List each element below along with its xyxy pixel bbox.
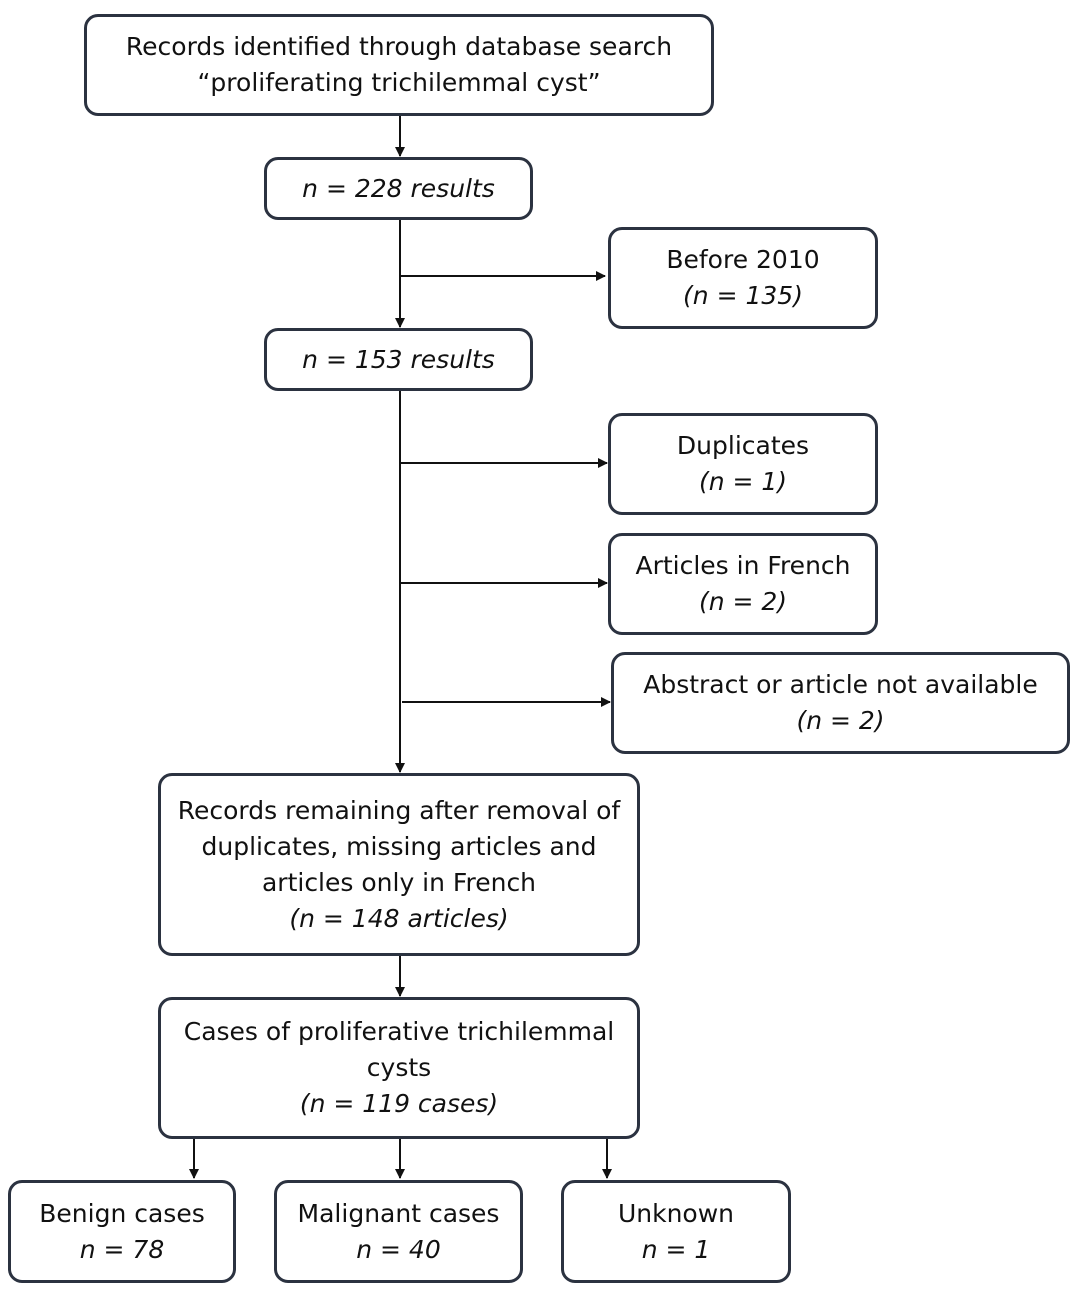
benign-count: n = 78 bbox=[79, 1234, 165, 1264]
cases-count: (n = 119 cases) bbox=[299, 1089, 499, 1118]
unknown-label: Unknown bbox=[617, 1198, 735, 1228]
duplicates-count: (n = 1) bbox=[698, 467, 788, 496]
malignant-box: Malignant cases n = 40 bbox=[274, 1180, 523, 1283]
benign-box: Benign cases n = 78 bbox=[8, 1180, 236, 1283]
n153-box: n = 153 results bbox=[264, 328, 533, 391]
cases-line1: Cases of proliferative trichilemmal bbox=[183, 1017, 615, 1046]
records-identified-box: Records identified through database sear… bbox=[84, 14, 714, 116]
duplicates-box: Duplicates (n = 1) bbox=[608, 413, 878, 515]
french-count: (n = 2) bbox=[698, 587, 788, 616]
records-line1: Records identified through database sear… bbox=[125, 32, 673, 61]
unavailable-count: (n = 2) bbox=[796, 706, 885, 735]
malignant-label: Malignant cases bbox=[297, 1198, 500, 1228]
before-2010-count: (n = 135) bbox=[683, 281, 803, 310]
before-2010-label: Before 2010 bbox=[666, 245, 820, 274]
remaining-count: (n = 148 articles) bbox=[289, 903, 509, 933]
unavailable-label: Abstract or article not available bbox=[643, 670, 1038, 699]
unknown-box: Unknown n = 1 bbox=[561, 1180, 791, 1283]
french-label: Articles in French bbox=[635, 551, 851, 580]
records-line2: “proliferating trichilemmal cyst” bbox=[197, 68, 601, 97]
n153-count: n = 153 results bbox=[302, 344, 495, 374]
duplicates-label: Duplicates bbox=[676, 431, 810, 460]
n228-box: n = 228 results bbox=[264, 157, 533, 220]
malignant-count: n = 40 bbox=[356, 1234, 441, 1264]
remaining-line3: articles only in French bbox=[261, 867, 537, 897]
cases-box: Cases of proliferative trichilemmal cyst… bbox=[158, 997, 640, 1139]
cases-line2: cysts bbox=[366, 1053, 432, 1082]
unknown-count: n = 1 bbox=[641, 1234, 711, 1264]
benign-label: Benign cases bbox=[39, 1198, 205, 1228]
remaining-line2: duplicates, missing articles and bbox=[201, 831, 597, 861]
before-2010-box: Before 2010 (n = 135) bbox=[608, 227, 878, 329]
unavailable-box: Abstract or article not available (n = 2… bbox=[611, 652, 1070, 754]
french-box: Articles in French (n = 2) bbox=[608, 533, 878, 635]
records-remaining-box: Records remaining after removal of dupli… bbox=[158, 773, 640, 956]
n228-count: n = 228 results bbox=[302, 173, 495, 203]
remaining-line1: Records remaining after removal of bbox=[177, 795, 621, 825]
